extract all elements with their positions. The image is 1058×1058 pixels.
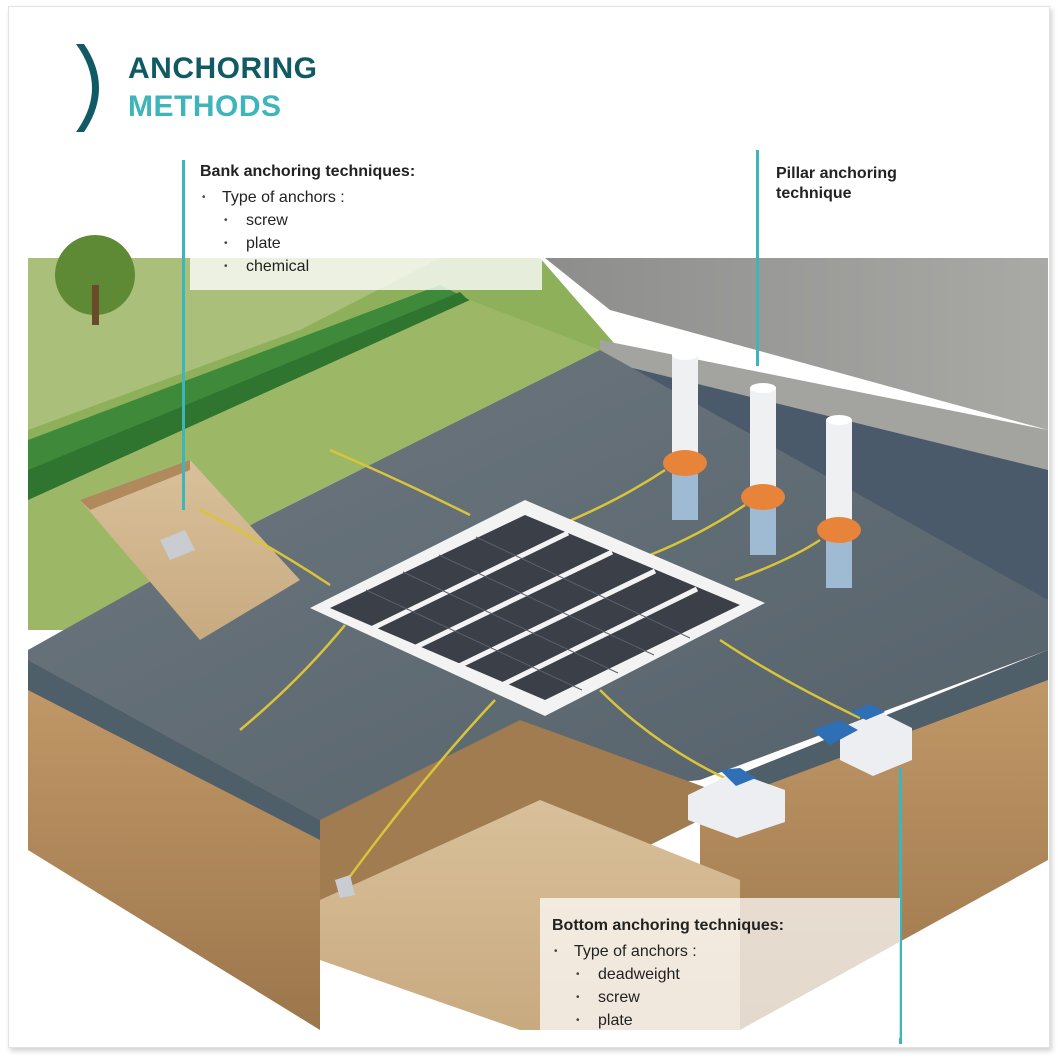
bottom-anchoring-callout: Bottom anchoring techniques: Type of anc…	[552, 916, 882, 1032]
title-line-1: ANCHORING	[128, 52, 318, 85]
list-item: Type of anchors :	[552, 940, 882, 963]
list-item: plate	[552, 1009, 882, 1032]
list-item: Type of anchors :	[200, 186, 540, 209]
bank-anchor-list: Type of anchors : screw plate chemical	[200, 186, 540, 278]
bank-pointer-line	[182, 160, 185, 510]
pillar	[817, 415, 861, 588]
bank-callout-heading: Bank anchoring techniques:	[200, 163, 416, 180]
list-item: plate	[200, 232, 540, 255]
pillar	[741, 383, 785, 555]
list-item: screw	[552, 986, 882, 1009]
bottom-callout-heading: Bottom anchoring techniques:	[552, 917, 784, 934]
pillar-pointer-line	[756, 150, 759, 366]
ground-anchors	[160, 530, 355, 898]
hedge	[28, 285, 470, 500]
pillar-anchoring-callout: Pillar anchoring technique	[776, 164, 996, 204]
floating-solar-array	[310, 500, 765, 716]
bank-anchoring-callout: Bank anchoring techniques: Type of ancho…	[200, 162, 540, 278]
bracket-icon	[76, 44, 99, 132]
list-item: chemical	[200, 255, 540, 278]
deadweight-blocks	[688, 704, 912, 838]
bottom-pointer-line	[899, 768, 902, 1044]
list-item: deadweight	[552, 963, 882, 986]
list-item: screw	[200, 209, 540, 232]
title-line-2: METHODS	[128, 90, 282, 123]
pillar-callout-heading: Pillar anchoring technique	[776, 165, 897, 202]
bottom-anchor-list: Type of anchors : deadweight screw plate	[552, 940, 882, 1032]
pillar	[663, 350, 707, 520]
page-title: ANCHORING METHODS	[128, 50, 318, 126]
mooring-ropes	[199, 448, 861, 891]
pillars	[663, 350, 861, 588]
